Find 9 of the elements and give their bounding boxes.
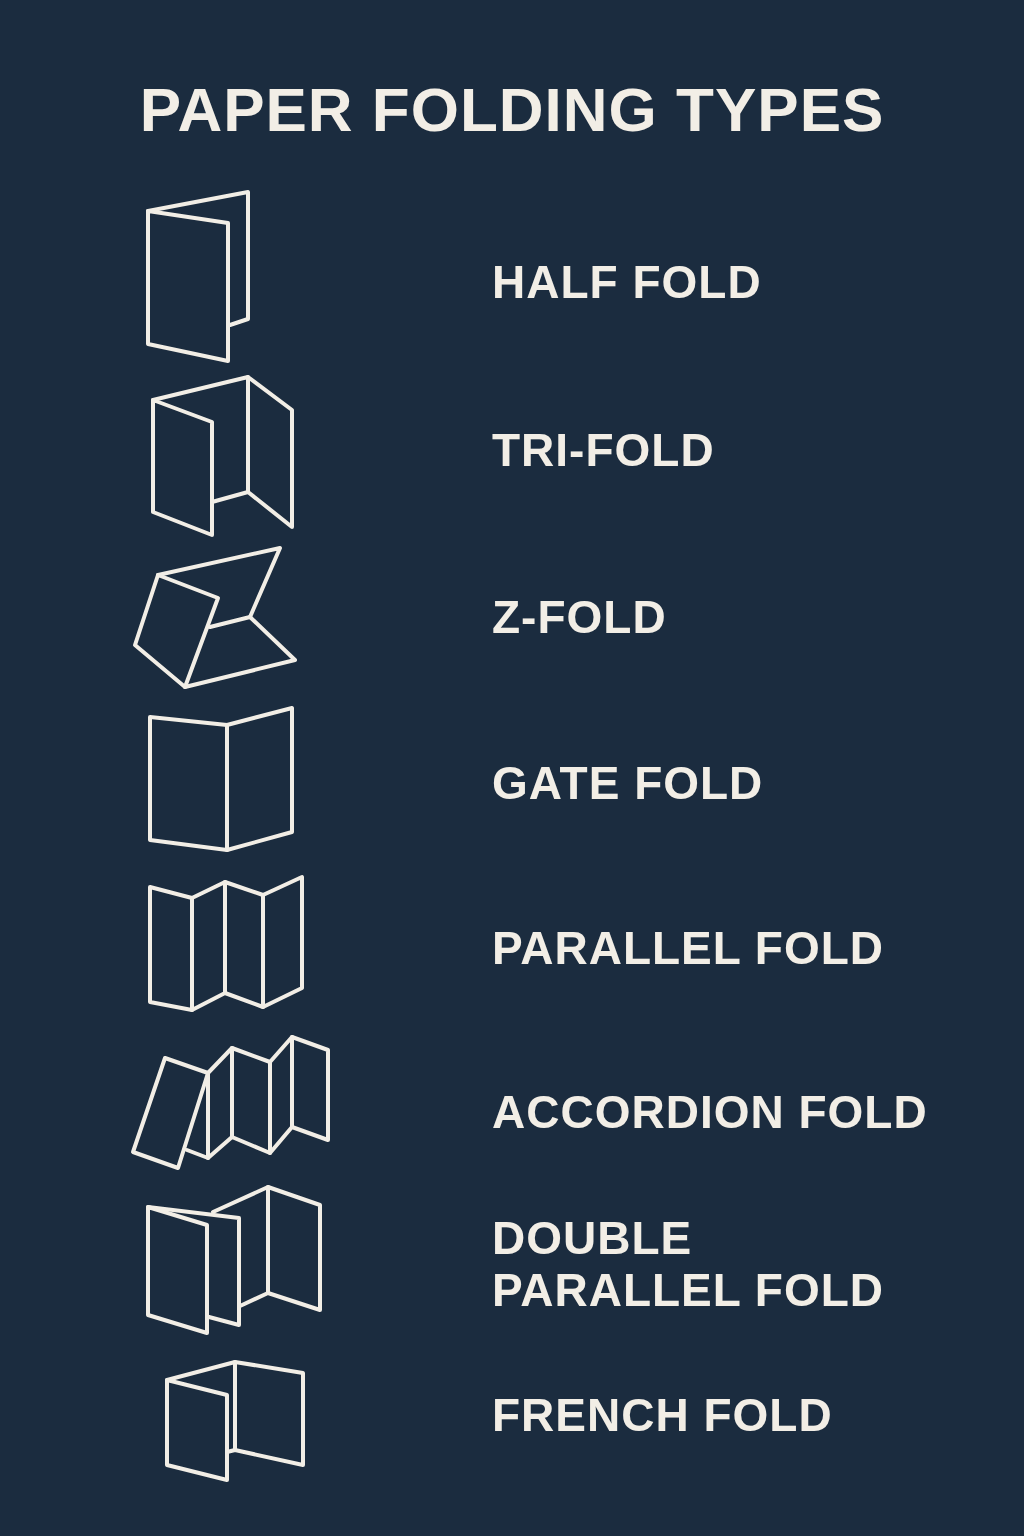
fold-type-label: TRI-FOLD: [492, 424, 715, 476]
fold-type-label: DOUBLE PARALLEL FOLD: [492, 1212, 886, 1316]
fold-type-label: FRENCH FOLD: [492, 1389, 833, 1441]
title: PAPER FOLDING TYPES: [138, 74, 886, 146]
fold-type-label: GATE FOLD: [492, 757, 764, 809]
fold-type-label: Z-FOLD: [492, 591, 667, 643]
fold-type-label: PARALLEL FOLD: [492, 922, 885, 974]
fold-type-label: HALF FOLD: [492, 256, 762, 308]
fold-type-label: ACCORDION FOLD: [492, 1086, 928, 1138]
